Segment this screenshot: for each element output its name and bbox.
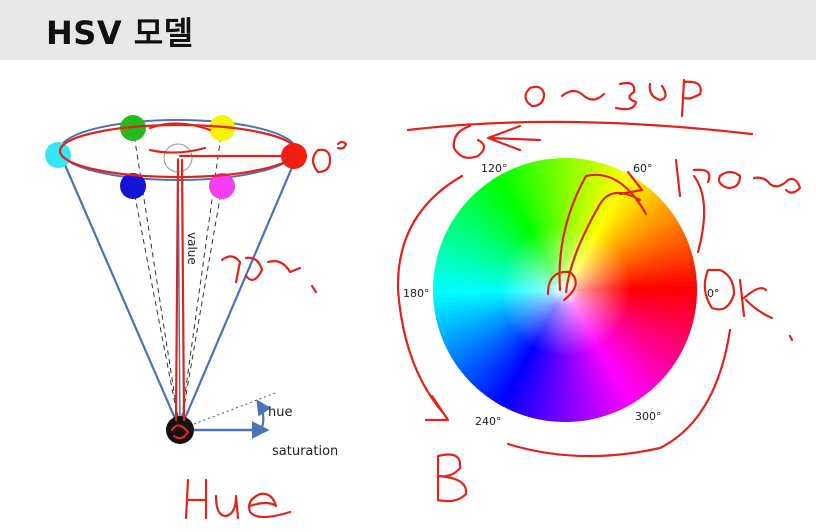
- ink-top-line: [406, 120, 754, 136]
- ink-zero-circle: [703, 268, 736, 311]
- ink-hue-word: [184, 478, 292, 520]
- hsv-cone: value saturation hue: [45, 115, 338, 459]
- hue-color-wheel: [432, 158, 697, 422]
- magenta-dot: [209, 173, 235, 199]
- hue-dotted-line: [193, 391, 279, 425]
- hue-label: hue: [268, 405, 292, 420]
- angle-label-300: 300°: [635, 410, 662, 423]
- ink-value-lines: [170, 158, 190, 440]
- ink-right-arc: [692, 174, 706, 254]
- black-apex-dot: [166, 416, 194, 444]
- cyan-dot: [45, 142, 71, 168]
- ink-zero-degree: [311, 140, 348, 174]
- dashed-green: [132, 127, 181, 431]
- slide-header: HSV 모델: [0, 0, 816, 60]
- value-label: value: [185, 232, 199, 265]
- blue-dot: [120, 173, 146, 199]
- yellow-dot: [209, 115, 235, 141]
- dashed-magenta: [179, 185, 223, 431]
- angle-label-120: 120°: [481, 162, 508, 175]
- ink-120-note: [674, 158, 802, 198]
- angle-label-240: 240°: [475, 415, 502, 428]
- hue-arc-arrow: [256, 399, 272, 429]
- ink-korean-scribble: [220, 255, 318, 294]
- ink-range-0-360: [524, 78, 702, 118]
- saturation-label: saturation: [272, 444, 338, 459]
- angle-label-0: 0°: [707, 287, 720, 300]
- dashed-blue: [132, 185, 181, 431]
- angle-label-60: 60°: [633, 162, 653, 175]
- green-dot: [120, 115, 146, 141]
- cone-side-left: [60, 157, 182, 431]
- ink-center-scribble: [148, 122, 294, 158]
- ink-wheel-arrow: [618, 170, 644, 196]
- ink-bottom-arc: [506, 328, 732, 458]
- angle-label-180: 180°: [403, 287, 430, 300]
- slide-title: HSV 모델: [46, 14, 194, 52]
- ink-k-letter: [738, 278, 794, 342]
- ink-left-arc: [396, 174, 464, 422]
- ink-b-letter: [436, 453, 468, 503]
- cone-side-right: [178, 157, 298, 431]
- handwritten-annotations: [58, 78, 802, 520]
- ink-g-arrow: [452, 124, 542, 159]
- dashed-yellow: [179, 127, 223, 431]
